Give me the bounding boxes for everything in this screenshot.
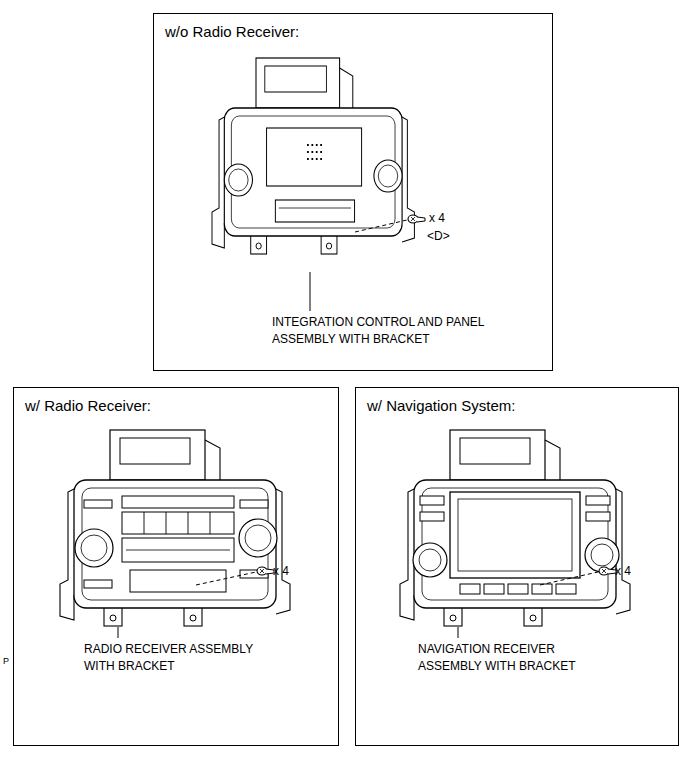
panel-heading: w/ Navigation System: [367, 397, 515, 414]
variant-panel: w/ Radio Receiver: [13, 387, 339, 746]
part-name: NAVIGATION RECEIVER ASSEMBLY WITH BRACKE… [418, 641, 598, 675]
bolt-code: <D> [427, 228, 450, 245]
page-mark: P [3, 655, 9, 667]
panel-heading: w/o Radio Receiver: [165, 23, 299, 40]
part-name: RADIO RECEIVER ASSEMBLY WITH BRACKET [84, 641, 274, 675]
panel-heading: w/ Radio Receiver: [25, 397, 151, 414]
quantity-note: x 4 [429, 210, 445, 227]
part-name: INTEGRATION CONTROL AND PANEL ASSEMBLY W… [272, 314, 492, 348]
quantity-note: x 4 [615, 563, 631, 580]
quantity-note: x 4 [273, 563, 289, 580]
